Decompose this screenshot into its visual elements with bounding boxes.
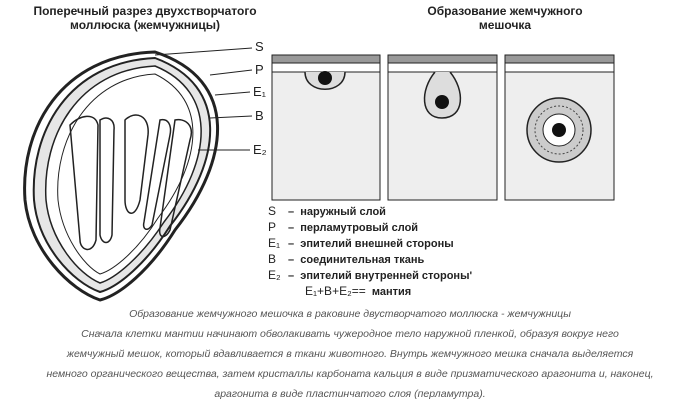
legend-item: E₁– эпителий внешней стороны — [268, 236, 472, 252]
legend-key: B — [268, 252, 277, 266]
legend-dash: – — [288, 222, 295, 234]
legend-item: S– наружный слой — [268, 204, 472, 220]
legend-dash: – — [288, 206, 295, 218]
label-b: B — [255, 108, 264, 123]
right-title: Образование жемчужного мешочка — [410, 4, 600, 32]
legend-key: P — [268, 220, 277, 234]
pearl-sac-stage-2 — [387, 54, 498, 201]
shell-cross-section — [23, 47, 253, 302]
caption-title: Образование жемчужного мешочка в раковин… — [129, 308, 571, 320]
formula-expr: E₁+B+E₂== — [305, 284, 366, 298]
formula-result: мантия — [371, 286, 412, 298]
pearl-sac-stage-3 — [504, 54, 615, 201]
legend-dash: – — [288, 270, 295, 282]
legend-text: эпителий внутренней стороны' — [300, 270, 473, 282]
legend-item: P– перламутровый слой — [268, 220, 472, 236]
legend-key: E₂ — [268, 268, 281, 282]
right-title-line: мешочка — [478, 18, 532, 32]
legend-text: перламутровый слой — [300, 222, 419, 234]
label-e1: E₁ — [253, 84, 267, 99]
left-title-line: моллюска (жемчужницы) — [69, 18, 221, 32]
legend-dash: – — [288, 238, 295, 250]
legend-dash: – — [288, 254, 295, 266]
label-s: S — [255, 39, 264, 54]
legend-item: E₂– эпителий внутренней стороны' — [268, 268, 472, 284]
formula: E₁+B+E₂== мантия — [268, 284, 472, 300]
left-title-line: Поперечный разрез двухстворчатого — [33, 4, 257, 18]
legend: S– наружный слой P– перламутровый слой E… — [268, 204, 472, 300]
label-e2: E₂ — [253, 142, 267, 157]
caption-line: жемчужный мешок, который вдавливается в … — [66, 348, 634, 360]
legend-key: S — [268, 204, 277, 218]
legend-text: наружный слой — [300, 206, 386, 218]
caption-line: немного органического вещества, затем кр… — [46, 368, 654, 380]
legend-item: B– соединительная ткань — [268, 252, 472, 268]
caption-line: арагонита в виде пластинчатого слоя (пер… — [214, 388, 486, 400]
legend-text: соединительная ткань — [300, 254, 425, 266]
right-title-line: Образование жемчужного — [427, 4, 583, 18]
caption-line: Сначала клетки мантии начинают обволакив… — [81, 328, 619, 340]
pearl-sac-stage-1 — [271, 54, 381, 201]
legend-key: E₁ — [268, 236, 281, 250]
left-title: Поперечный разрез двухстворчатого моллюс… — [20, 4, 270, 32]
legend-text: эпителий внешней стороны — [300, 238, 454, 250]
label-p: P — [255, 62, 264, 77]
